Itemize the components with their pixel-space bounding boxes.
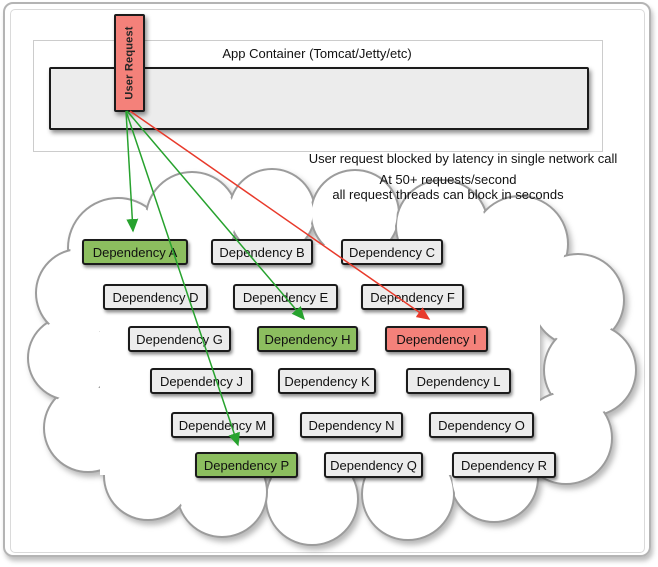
dependency-box-c: Dependency C <box>341 239 443 265</box>
dependency-box-g: Dependency G <box>128 326 231 352</box>
inner-frame <box>10 9 645 553</box>
dependency-box-l: Dependency L <box>406 368 511 394</box>
note-threads-block: all request threads can block in seconds <box>332 187 564 202</box>
user-request-box: User Request <box>114 14 145 112</box>
dependency-box-d: Dependency D <box>103 284 208 310</box>
dependency-box-r: Dependency R <box>452 452 556 478</box>
dependency-box-a: Dependency A <box>82 239 188 265</box>
cloud-fill <box>30 318 110 398</box>
dependency-box-m: Dependency M <box>171 412 274 438</box>
app-container-label: App Container (Tomcat/Jetty/etc) <box>222 46 412 61</box>
outer-frame <box>3 2 651 557</box>
dependency-box-i: Dependency I <box>385 326 488 352</box>
dependency-box-p: Dependency P <box>195 452 298 478</box>
dependency-box-b: Dependency B <box>211 239 313 265</box>
user-request-label: User Request <box>123 26 136 100</box>
cloud-fill <box>100 245 540 475</box>
dependency-box-n: Dependency N <box>300 412 403 438</box>
cloud-fill <box>546 326 634 414</box>
dependency-box-e: Dependency E <box>233 284 338 310</box>
note-blocked-latency: User request blocked by latency in singl… <box>308 151 618 166</box>
dependency-box-h: Dependency H <box>257 326 358 352</box>
dependency-box-f: Dependency F <box>361 284 464 310</box>
dependency-box-k: Dependency K <box>278 368 376 394</box>
note-requests-per-second: At 50+ requests/second <box>379 172 517 187</box>
dependency-box-j: Dependency J <box>150 368 253 394</box>
dependency-box-o: Dependency O <box>429 412 534 438</box>
dependency-box-q: Dependency Q <box>324 452 423 478</box>
cloud-fill <box>534 256 622 344</box>
